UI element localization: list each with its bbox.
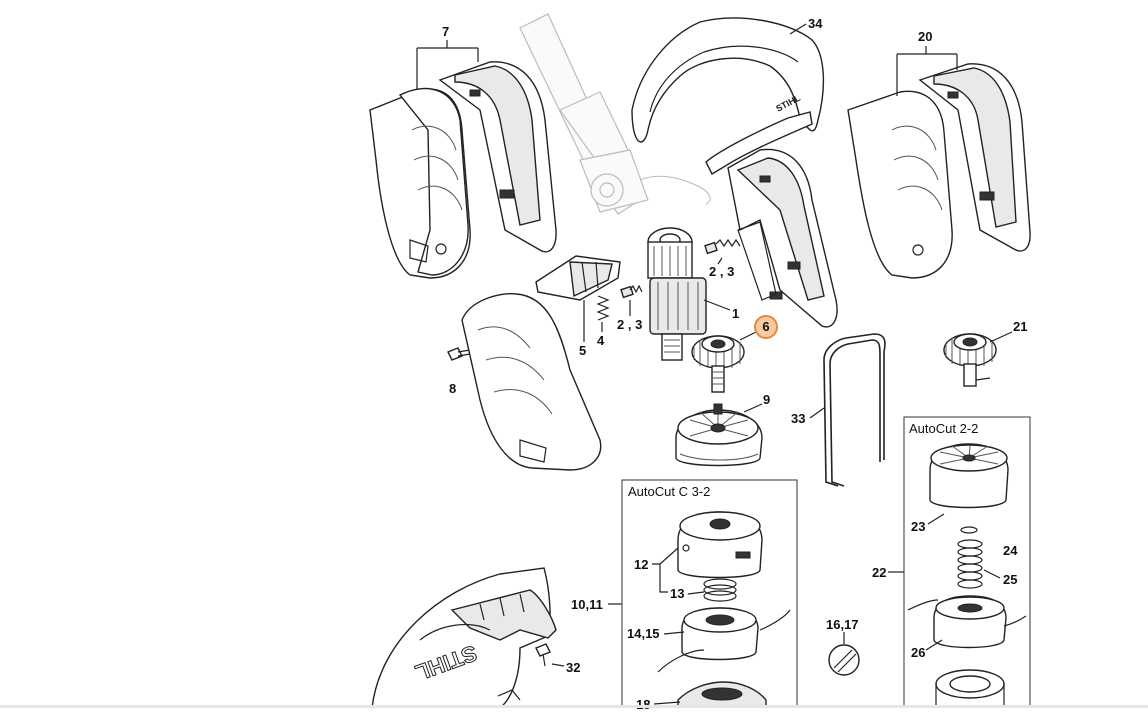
spring-part-4[interactable]	[596, 295, 610, 321]
housing-part-7[interactable]	[369, 61, 557, 279]
label-part-34[interactable]: 34	[808, 16, 823, 31]
label-part-13[interactable]: 13	[670, 586, 685, 601]
bracket-part-33[interactable]	[823, 333, 886, 487]
label-part-7[interactable]: 7	[442, 24, 450, 39]
box-title-autocut-c32: AutoCut C 3-2	[628, 484, 711, 499]
label-part-23[interactable]: 23	[911, 519, 926, 534]
housing-part-20[interactable]	[847, 63, 1031, 279]
cap-ring-part-27[interactable]	[935, 669, 1005, 706]
label-part-22[interactable]: 22	[872, 565, 887, 580]
gear-part-6[interactable]	[691, 335, 745, 393]
motor-part-1[interactable]	[647, 227, 707, 361]
spool-cover-part-12[interactable]	[677, 511, 763, 579]
deflector-guard: STIHL	[371, 567, 557, 708]
spring-part-24-25[interactable]	[957, 539, 983, 589]
label-part-33[interactable]: 33	[791, 411, 806, 426]
label-part-24[interactable]: 24	[1003, 543, 1018, 558]
horizontal-scrollbar[interactable]	[0, 705, 1148, 708]
label-part-32[interactable]: 32	[566, 660, 581, 675]
label-part-4[interactable]: 4	[597, 333, 605, 348]
label-part-6-highlighted[interactable]: 6	[754, 315, 778, 339]
cap-part-18[interactable]	[677, 681, 767, 708]
label-part-2-3-upper[interactable]: 2 , 3	[709, 264, 735, 279]
leader-lines	[416, 23, 1013, 705]
label-part-26[interactable]: 26	[911, 645, 926, 660]
label-part-10-11[interactable]: 10,11	[571, 597, 603, 612]
screw-part-8[interactable]	[447, 347, 471, 361]
label-part-12[interactable]: 12	[634, 557, 649, 572]
spool-housing-part-9[interactable]	[675, 403, 763, 467]
spring-part-13[interactable]	[703, 578, 737, 602]
screw-part-32[interactable]	[535, 643, 551, 667]
label-part-9[interactable]: 9	[763, 392, 771, 407]
gear-part-21[interactable]	[943, 333, 997, 387]
clamp-part-5[interactable]	[535, 255, 621, 301]
autocut-c32-box	[621, 479, 798, 708]
label-part-16-17[interactable]: 16,17	[826, 617, 859, 632]
label-part-14-15[interactable]: 14,15	[627, 626, 660, 641]
label-part-2-3-lower[interactable]: 2 , 3	[617, 317, 643, 332]
label-part-21[interactable]: 21	[1013, 319, 1028, 334]
label-part-25[interactable]: 25	[1003, 572, 1018, 587]
center-housing-half	[727, 148, 838, 328]
shaft-assembly-background	[519, 13, 711, 215]
label-part-8[interactable]: 8	[449, 381, 457, 396]
cover-part-23[interactable]	[929, 443, 1009, 534]
spool-part-26[interactable]	[907, 595, 1027, 649]
box-title-autocut-22: AutoCut 2-2	[909, 421, 979, 436]
handle-bow-part-34[interactable]: STIHL	[631, 17, 825, 175]
brush-spring-part-2-3-upper[interactable]	[704, 238, 741, 255]
label-part-1[interactable]: 1	[732, 306, 740, 321]
label-part-20[interactable]: 20	[918, 29, 933, 44]
brush-spring-part-2-3-lower[interactable]	[620, 284, 643, 299]
line-piece-part-16-17[interactable]	[828, 644, 860, 676]
autocut-22-box	[903, 416, 1031, 708]
label-part-5[interactable]: 5	[579, 343, 587, 358]
spool-part-14-15[interactable]	[657, 607, 791, 673]
lower-housing-shell	[461, 293, 602, 471]
